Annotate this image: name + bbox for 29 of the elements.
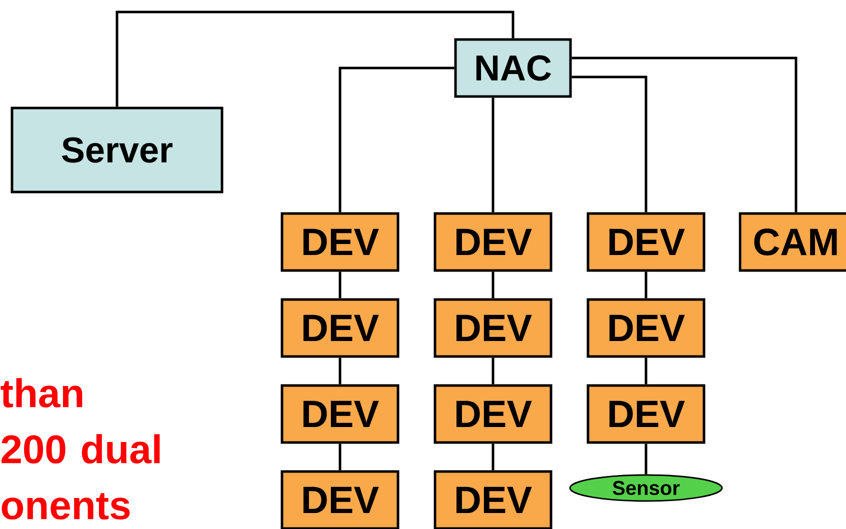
connector-line [116, 10, 514, 107]
device-box: DEV [280, 470, 400, 529]
device-box: DEV [434, 298, 552, 358]
connector-line [338, 272, 342, 298]
connector-line [338, 66, 454, 212]
device-box: DEV [434, 212, 552, 272]
connector-line [492, 98, 494, 212]
device-box: DEV [280, 384, 400, 444]
annotation-text: than 200 dual onents [0, 378, 160, 520]
process-box: NAC [454, 38, 572, 98]
connector-line [338, 444, 342, 470]
connector-line [644, 444, 648, 474]
connector-line [572, 76, 648, 212]
device-box: DEV [586, 384, 706, 444]
device-box: DEV [280, 298, 400, 358]
connector-line [492, 358, 494, 384]
connector-line [492, 444, 494, 470]
connector-line [492, 272, 494, 298]
connector-line [644, 272, 648, 298]
process-box: Server [10, 106, 224, 194]
device-box: DEV [280, 212, 400, 272]
connector-line [338, 358, 342, 384]
device-box: DEV [586, 298, 706, 358]
device-box: DEV [434, 384, 552, 444]
connector-line [644, 358, 648, 384]
connector-line [572, 56, 798, 212]
device-box: DEV [434, 470, 552, 529]
device-box: CAM [738, 212, 846, 272]
device-box: DEV [586, 212, 706, 272]
